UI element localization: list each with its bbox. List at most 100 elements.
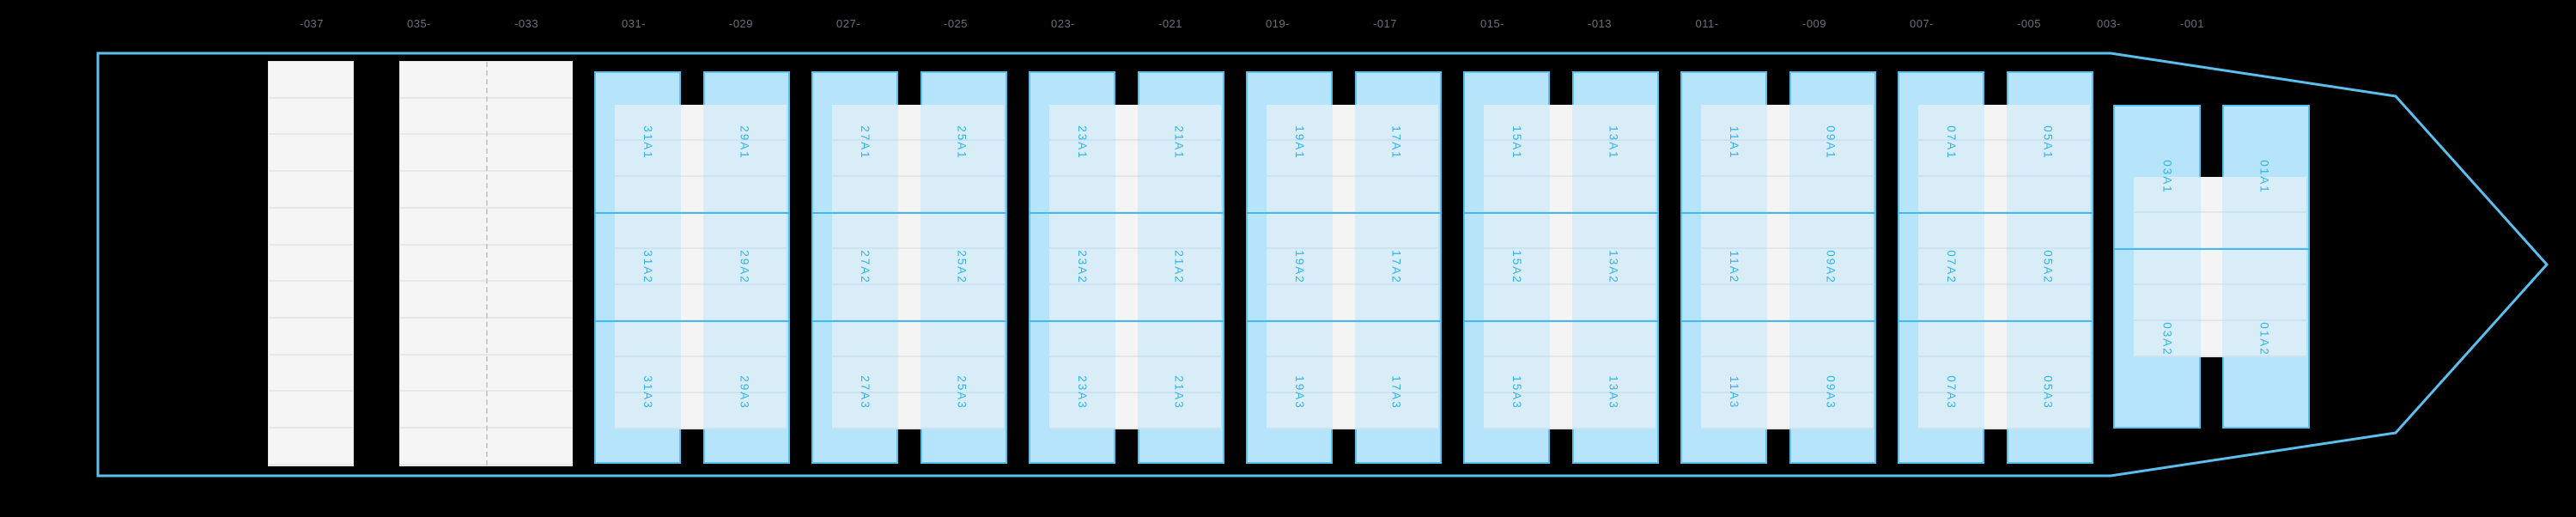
slot-27A1[interactable]: 27A1 — [811, 71, 898, 213]
slot-grid-row — [2222, 249, 2306, 285]
pair-strip-cell — [1115, 177, 1138, 213]
slot-grid-row — [702, 105, 787, 141]
slot-grid-row — [2134, 321, 2201, 357]
slot-01A1[interactable]: 01A1 — [2222, 105, 2310, 249]
slot-15A2[interactable]: 15A2 — [1463, 213, 1550, 321]
slot-21A2[interactable]: 21A2 — [1138, 213, 1224, 321]
slot-19A3[interactable]: 19A3 — [1246, 321, 1333, 464]
slot-19A1[interactable]: 19A1 — [1246, 71, 1333, 213]
pair-strip-cell — [1115, 393, 1138, 429]
slot-label: 29A1 — [738, 125, 751, 160]
slot-17A1[interactable]: 17A1 — [1355, 71, 1442, 213]
slot-11A3[interactable]: 11A3 — [1680, 321, 1767, 464]
slot-15A1[interactable]: 15A1 — [1463, 71, 1550, 213]
slot-11A2[interactable]: 11A2 — [1680, 213, 1767, 321]
slot-label: 27A2 — [859, 250, 872, 284]
slot-19A2[interactable]: 19A2 — [1246, 213, 1333, 321]
pair-strip-cell — [2201, 249, 2222, 285]
pair-strip-cell — [898, 177, 920, 213]
slot-23A2[interactable]: 23A2 — [1029, 213, 1115, 321]
pair-gap-strip — [681, 105, 703, 429]
slot-label: 07A3 — [1945, 375, 1958, 410]
slot-03A2[interactable]: 03A2 — [2113, 249, 2201, 429]
slot-label: 19A2 — [1293, 250, 1306, 284]
slot-25A1[interactable]: 25A1 — [920, 71, 1007, 213]
pair-strip-cell — [1115, 285, 1138, 321]
slot-29A2[interactable]: 29A2 — [703, 213, 790, 321]
slot-29A3[interactable]: 29A3 — [703, 321, 790, 464]
slot-grid-row — [1049, 357, 1115, 393]
pair-gap-strip — [1767, 105, 1789, 429]
slot-grid-row — [2006, 249, 2090, 285]
pair-gap-strip — [1550, 105, 1572, 429]
empty-bay-cell — [269, 392, 353, 429]
slot-grid-row — [1571, 105, 1656, 141]
slot-13A3[interactable]: 13A3 — [1572, 321, 1659, 464]
pair-strip-cell — [1333, 141, 1355, 177]
slot-label: 17A1 — [1389, 125, 1403, 160]
slot-01A2[interactable]: 01A2 — [2222, 249, 2310, 429]
slot-label: 21A2 — [1172, 250, 1186, 284]
slot-07A3[interactable]: 07A3 — [1898, 321, 1984, 464]
slot-17A2[interactable]: 17A2 — [1355, 213, 1442, 321]
slot-09A2[interactable]: 09A2 — [1789, 213, 1876, 321]
pair-gap-strip — [1115, 105, 1138, 429]
slot-11A1[interactable]: 11A1 — [1680, 71, 1767, 213]
pair-gap-strip — [1984, 105, 2007, 429]
slot-label: 15A2 — [1510, 250, 1523, 284]
slot-03A1[interactable]: 03A1 — [2113, 105, 2201, 249]
slot-09A1[interactable]: 09A1 — [1789, 71, 1876, 213]
slot-23A1[interactable]: 23A1 — [1029, 71, 1115, 213]
slot-29A1[interactable]: 29A1 — [703, 71, 790, 213]
slot-column-overlay — [1137, 105, 1221, 429]
pair-strip-cell — [898, 357, 920, 393]
slot-13A2[interactable]: 13A2 — [1572, 213, 1659, 321]
slot-grid-row — [1137, 249, 1221, 285]
slot-grid-row — [920, 105, 1004, 141]
slot-grid-row — [2222, 177, 2306, 213]
pair-strip-cell — [1767, 177, 1789, 213]
slot-07A1[interactable]: 07A1 — [1898, 71, 1984, 213]
slot-05A3[interactable]: 05A3 — [2007, 321, 2093, 464]
bay-number-label: -033 — [513, 17, 539, 30]
slot-grid-row — [1137, 213, 1221, 249]
slot-07A2[interactable]: 07A2 — [1898, 213, 1984, 321]
slot-grid-row — [702, 321, 787, 357]
slot-05A1[interactable]: 05A1 — [2007, 71, 2093, 213]
slot-grid-row — [1918, 321, 1984, 357]
slot-21A1[interactable]: 21A1 — [1138, 71, 1224, 213]
slot-27A3[interactable]: 27A3 — [811, 321, 898, 464]
slot-grid-row — [702, 393, 787, 429]
slot-27A2[interactable]: 27A2 — [811, 213, 898, 321]
pair-strip-cell — [2201, 321, 2222, 357]
pair-gap-strip — [1333, 105, 1355, 429]
pair-strip-cell — [1550, 357, 1572, 393]
slot-grid-row — [1918, 141, 1984, 177]
slot-label: 05A3 — [2041, 375, 2055, 410]
slot-label: 19A1 — [1293, 125, 1306, 160]
slot-25A3[interactable]: 25A3 — [920, 321, 1007, 464]
slot-31A1[interactable]: 31A1 — [594, 71, 681, 213]
slot-25A2[interactable]: 25A2 — [920, 213, 1007, 321]
slot-13A1[interactable]: 13A1 — [1572, 71, 1659, 213]
slot-grid-row — [1571, 357, 1656, 393]
slot-23A3[interactable]: 23A3 — [1029, 321, 1115, 464]
slot-17A3[interactable]: 17A3 — [1355, 321, 1442, 464]
slot-05A2[interactable]: 05A2 — [2007, 213, 2093, 321]
pair-strip-cell — [1115, 249, 1138, 285]
slot-grid-row — [1049, 321, 1115, 357]
slot-grid-row — [1049, 213, 1115, 249]
slot-21A3[interactable]: 21A3 — [1138, 321, 1224, 464]
pair-strip-cell — [898, 285, 920, 321]
slot-column-overlay — [1789, 105, 1873, 429]
slot-grid-row — [920, 213, 1004, 249]
pair-strip-cell — [1767, 105, 1789, 141]
slot-09A3[interactable]: 09A3 — [1789, 321, 1876, 464]
slot-31A2[interactable]: 31A2 — [594, 213, 681, 321]
slot-grid-row — [1701, 141, 1767, 177]
slot-31A3[interactable]: 31A3 — [594, 321, 681, 464]
slot-15A3[interactable]: 15A3 — [1463, 321, 1550, 464]
slot-grid-row — [1267, 249, 1333, 285]
pair-strip-cell — [1550, 213, 1572, 249]
slot-grid-row — [1789, 393, 1873, 429]
